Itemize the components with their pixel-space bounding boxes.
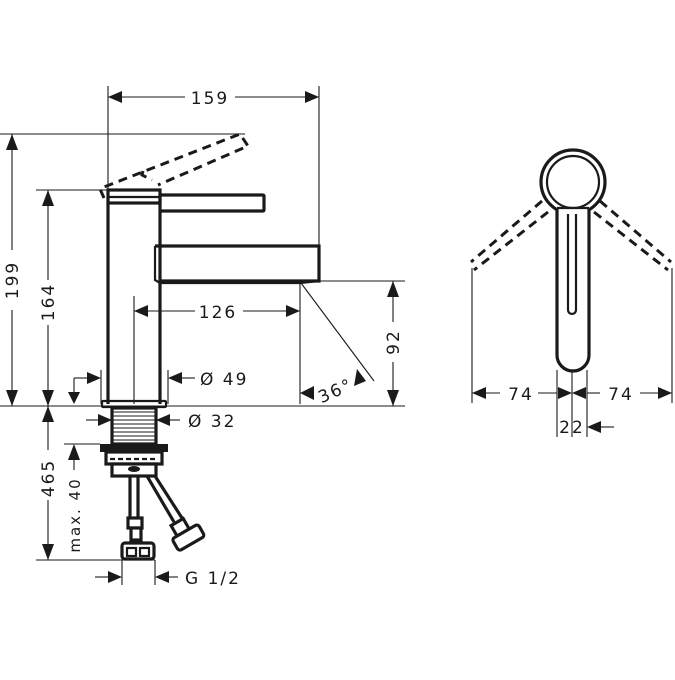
dim-thread-diameter: Ø 32 (86, 412, 236, 432)
dim-lever-width: 22 (559, 418, 614, 438)
dim-overall-depth: 159 (107, 86, 320, 252)
side-view: 159 (0, 86, 405, 589)
dim-spout-projection: 126 (133, 283, 301, 404)
lever (106, 188, 266, 213)
dim-label-d49: Ø 49 (200, 370, 248, 390)
top-view: 74 74 22 (470, 148, 673, 438)
dim-label-159: 159 (191, 89, 229, 109)
dim-lever-swing: 74 74 (471, 268, 673, 437)
dim-shank-length: 465 (36, 406, 155, 561)
dim-label-74-left: 74 (508, 385, 534, 405)
mounting-thread (100, 399, 168, 478)
dim-label-74-right: 74 (608, 385, 634, 405)
dim-label-36deg: 36° (315, 375, 356, 408)
dim-label-465: 465 (39, 459, 59, 497)
dim-spout-height: 92 (319, 280, 405, 406)
dim-label-199: 199 (3, 261, 23, 299)
dim-label-g12: G 1/2 (185, 569, 241, 589)
dim-label-164: 164 (39, 283, 59, 321)
dim-connection-thread: G 1/2 (95, 560, 241, 589)
lever-raised-outline (98, 132, 251, 199)
dim-spout-angle: 36° (300, 282, 375, 408)
lever-swing-right (593, 199, 672, 272)
lever-top (555, 206, 591, 373)
mixer-body (106, 203, 162, 404)
dim-total-height: 199 (3, 134, 23, 406)
dim-label-92: 92 (384, 329, 404, 355)
lever-swing-left (470, 199, 549, 272)
body-top-circle (539, 148, 607, 216)
dim-body-height: 164 (39, 190, 59, 406)
dim-label-126: 126 (199, 303, 237, 323)
dim-label-d32: Ø 32 (188, 412, 236, 432)
dim-label-max40: max. 40 (66, 477, 84, 552)
spout (153, 244, 321, 285)
dim-label-22: 22 (559, 418, 585, 438)
dim-body-diameter: Ø 49 (68, 370, 248, 404)
dim-max-counter-thickness: max. 40 (64, 443, 100, 553)
supply-hoses (120, 475, 206, 561)
